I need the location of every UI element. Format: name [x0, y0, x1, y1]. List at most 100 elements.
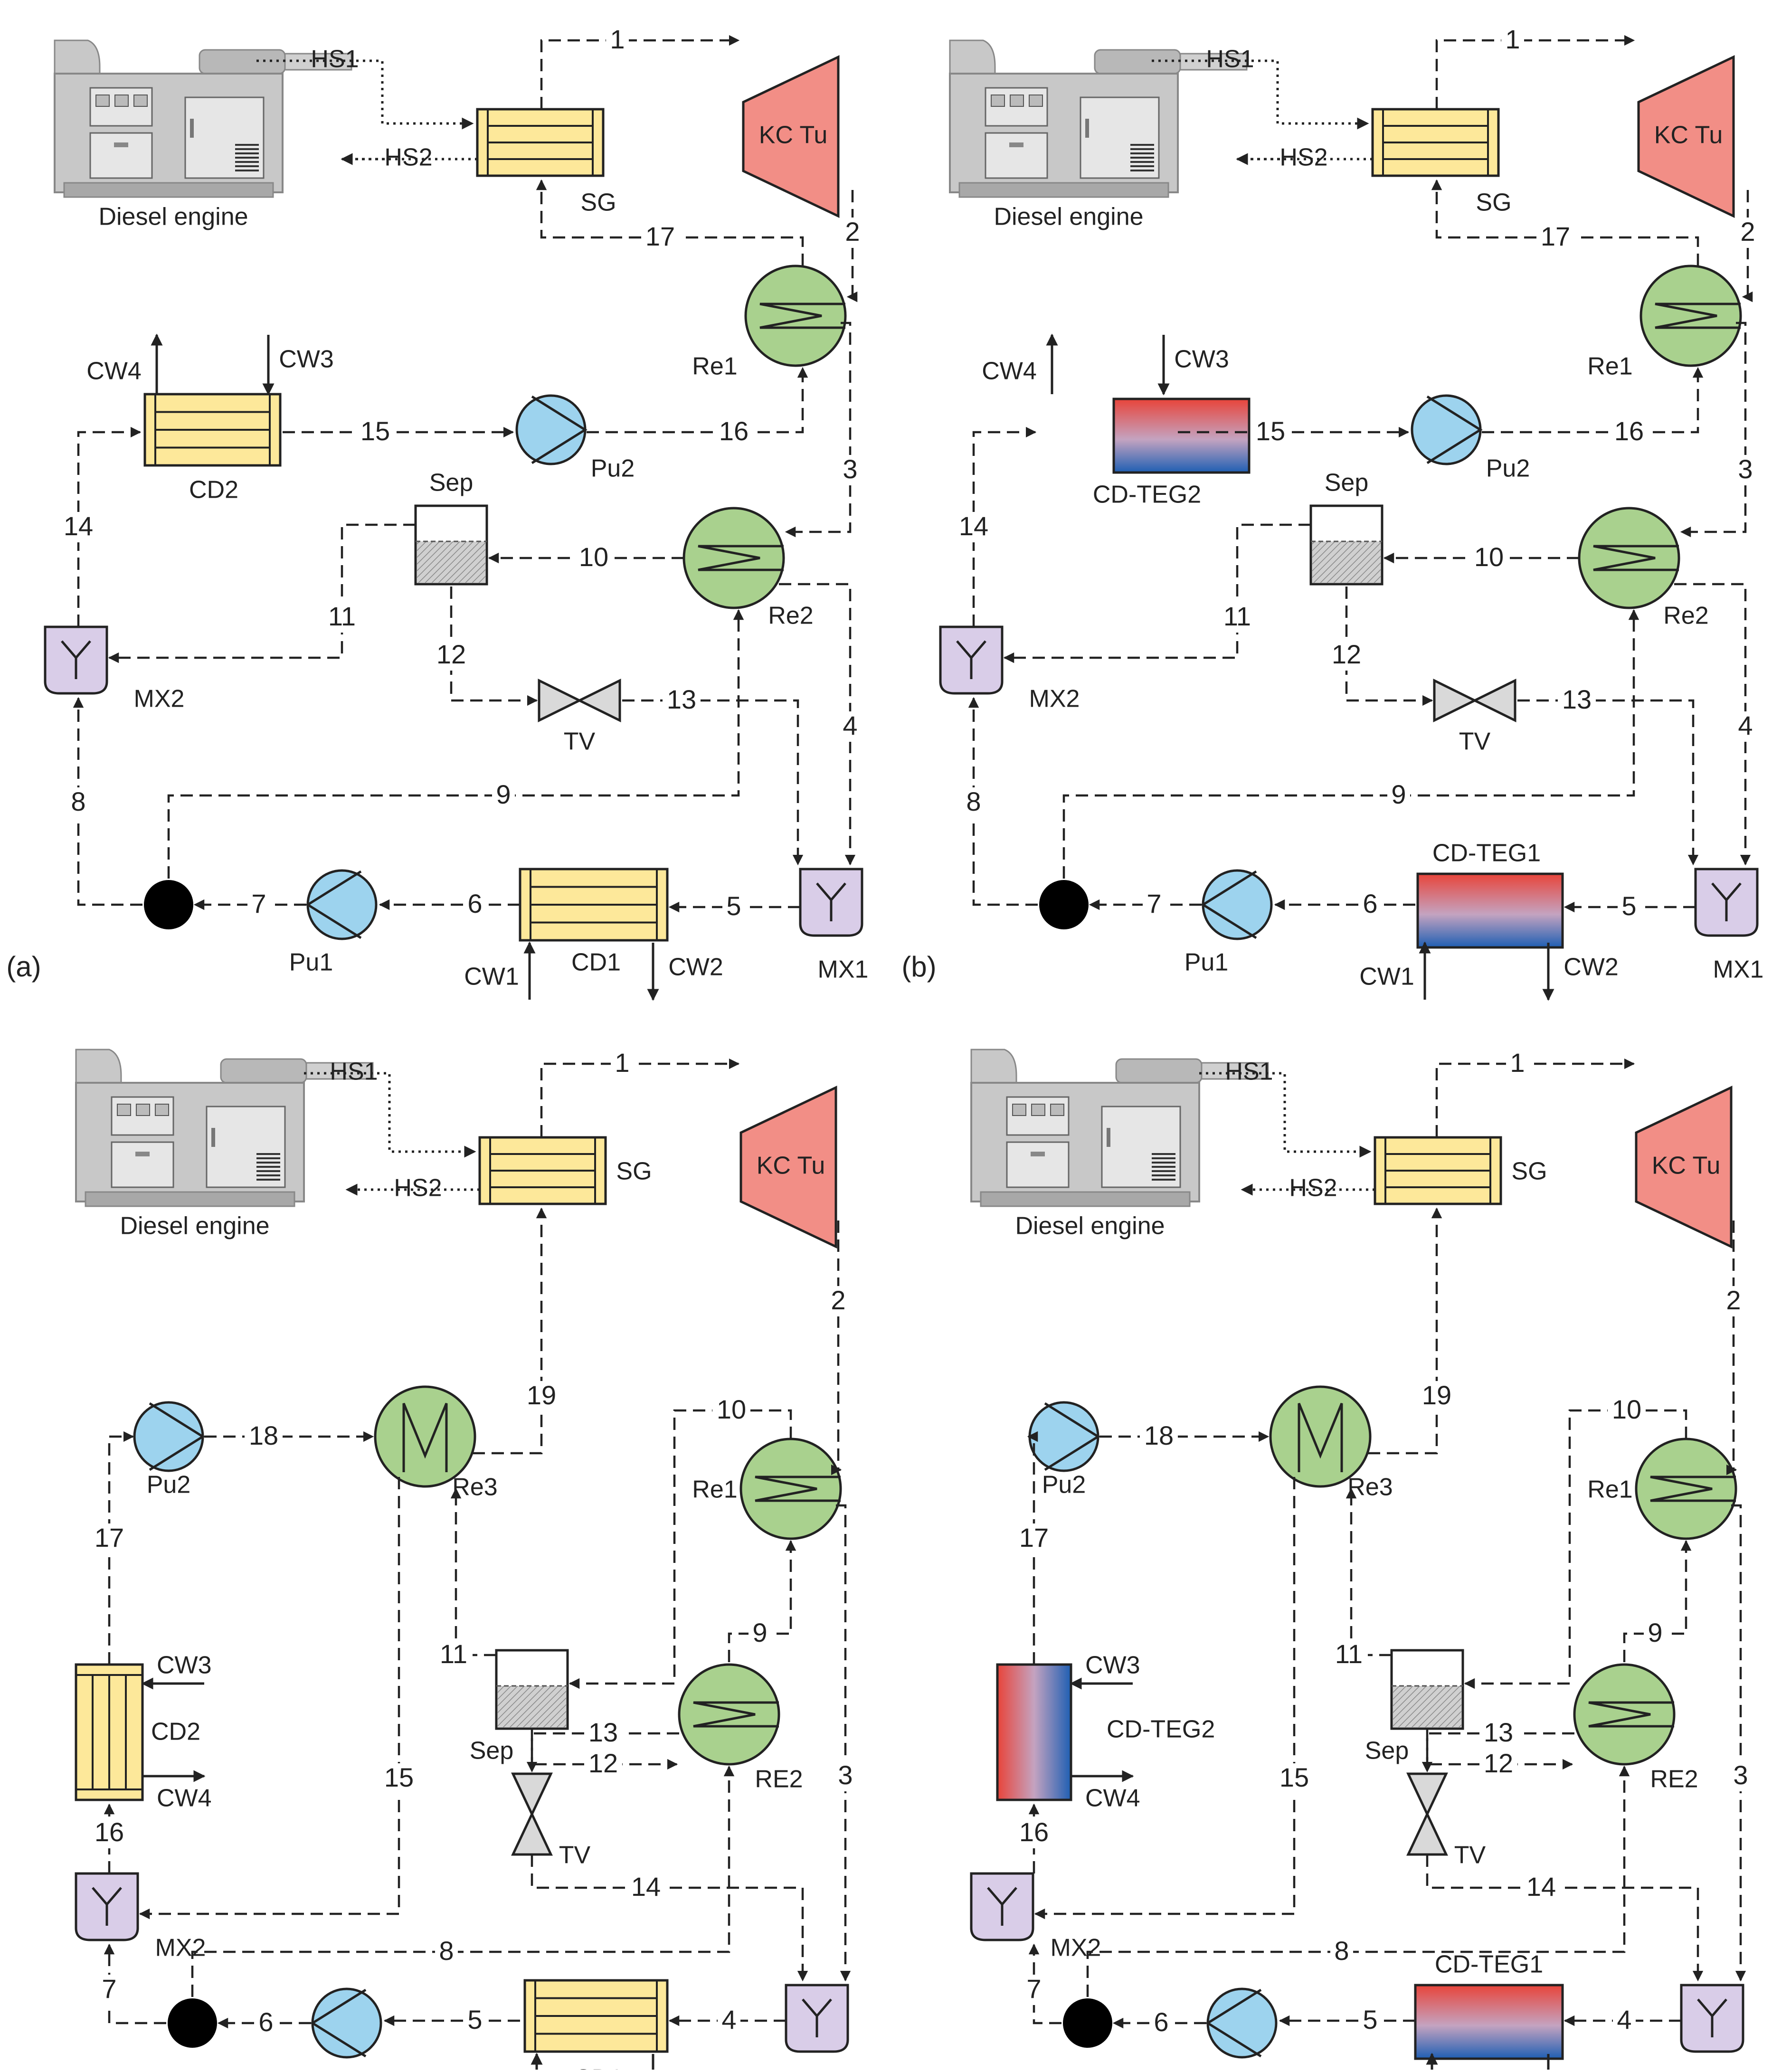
- stream-line-3: [836, 1504, 851, 1982]
- stream-label-bg: [1644, 1618, 1667, 1649]
- stream-label-bg: [1610, 417, 1648, 447]
- stream-line-11: [450, 1487, 496, 1656]
- stream-line-1: [540, 1058, 740, 1137]
- re2-icon-label: Re2: [768, 602, 813, 630]
- stream-label-bg: [627, 1873, 665, 1903]
- stream-number-4: 4: [1617, 2005, 1631, 2034]
- stream-number-14: 14: [1526, 1872, 1556, 1902]
- stream-number-5: 5: [1363, 2005, 1377, 2034]
- stream-number-11: 11: [328, 601, 356, 631]
- stream-label-bg: [356, 417, 394, 447]
- stream-number-13: 13: [588, 1717, 618, 1747]
- stream-label-bg: [1479, 1749, 1517, 1779]
- stream-number-10: 10: [1612, 1394, 1641, 1424]
- stream-number-14: 14: [64, 511, 93, 541]
- cond2-icon-label: CD-TEG2: [1107, 1716, 1215, 1743]
- throttle-valve-label: TV: [559, 1842, 591, 1869]
- stream-line-2: [831, 1220, 842, 1476]
- splitter-node: [1039, 880, 1089, 929]
- diesel-engine-icon: [75, 1049, 374, 1207]
- stream-line-3: [1731, 1504, 1746, 1982]
- stream-number-4: 4: [843, 710, 857, 740]
- stream-number-9: 9: [752, 1618, 767, 1647]
- stream-label-bg: [1729, 1761, 1752, 1791]
- stream-line-14: [531, 1854, 808, 1982]
- hs2-label: HS2: [1289, 1174, 1337, 1202]
- pu1-icon-label: Pu1: [289, 949, 333, 976]
- separator-icon: [495, 1649, 569, 1730]
- hs1-line: [1152, 59, 1369, 130]
- mx1-icon-label: MX1: [818, 956, 869, 984]
- stream-line-4: [1674, 583, 1751, 866]
- stream-number-4: 4: [1738, 710, 1753, 740]
- engine-label: Diesel engine: [98, 203, 248, 231]
- stream-label-bg: [1618, 892, 1640, 922]
- mx1-icon-label: MX1: [1713, 956, 1764, 984]
- re2-icon: [682, 507, 785, 609]
- stream-label-bg: [1015, 1523, 1053, 1554]
- pu1-icon: [305, 869, 378, 940]
- stream-label-bg: [1140, 1421, 1178, 1452]
- stream-number-1: 1: [615, 1048, 629, 1078]
- mx2-icon: [44, 625, 108, 695]
- splitter-node: [1063, 1998, 1112, 2048]
- stream-label-bg: [245, 1421, 283, 1452]
- re2-icon-label: RE2: [755, 1766, 803, 1793]
- stream-number-3: 3: [838, 1760, 853, 1790]
- stream-label-bg: [1734, 455, 1757, 485]
- stream-line-14: [77, 426, 142, 627]
- stream-line-19: [1368, 1207, 1442, 1455]
- hs2-label: HS2: [394, 1174, 442, 1202]
- stream-number-12: 12: [436, 639, 466, 669]
- stream-line-7: [104, 1943, 166, 2025]
- stream-line-15: [139, 1477, 400, 1920]
- stream-line-11: [1346, 1487, 1392, 1656]
- turbine-icon: [739, 1086, 837, 1249]
- stream-number-8: 8: [966, 786, 981, 816]
- stream-number-8: 8: [439, 1936, 454, 1966]
- cw2-label: CW2: [668, 954, 723, 981]
- splitter-node: [144, 880, 193, 929]
- throttle-valve-icon: [511, 1772, 553, 1856]
- separator-label: Sep: [1365, 1737, 1409, 1765]
- steam-generator-icon: [478, 1136, 607, 1205]
- splitter-node: [168, 1998, 217, 2048]
- cw4-label: CW4: [982, 358, 1037, 385]
- stream-label-bg: [1470, 543, 1508, 573]
- hs1-label: HS1: [330, 1058, 378, 1086]
- engine-label: Diesel engine: [1015, 1212, 1165, 1240]
- cond2-icon: [996, 1663, 1072, 1801]
- stream-number-13: 13: [667, 684, 696, 714]
- stream-line-3: [1680, 322, 1747, 538]
- steam-generator-icon: [1371, 108, 1500, 177]
- stream-label-bg: [1251, 417, 1289, 447]
- stream-number-11: 11: [1223, 601, 1251, 631]
- stream-label-bg: [749, 1618, 771, 1649]
- engine-label: Diesel engine: [994, 203, 1143, 231]
- stream-number-2: 2: [1740, 217, 1755, 246]
- cond2-icon: [1112, 397, 1251, 474]
- stream-label-bg: [839, 455, 862, 485]
- stream-label-bg: [1608, 1395, 1646, 1426]
- stream-number-5: 5: [726, 891, 741, 921]
- pu1-icon-label: Pu1: [1185, 949, 1229, 976]
- stream-number-4: 4: [721, 2005, 736, 2034]
- turbine-label: KC Tu: [1652, 1152, 1721, 1180]
- stream-label-bg: [1015, 1818, 1053, 1848]
- stream-line-10: [569, 1409, 792, 1689]
- steam-generator-label: SG: [1511, 1158, 1547, 1185]
- stream-label-bg: [59, 512, 97, 542]
- stream-label-bg: [67, 787, 90, 818]
- steam-generator-label: SG: [580, 189, 616, 217]
- stream-label-bg: [962, 787, 985, 818]
- pu1-icon: [1201, 869, 1273, 940]
- stream-label-bg: [380, 1763, 418, 1794]
- cond1-icon-label: CD-TEG1: [1432, 840, 1541, 867]
- stream-label-bg: [98, 1975, 121, 2005]
- pu2-icon: [133, 1401, 205, 1472]
- stream-label-bg: [464, 889, 486, 920]
- stream-line-13: [1517, 699, 1699, 866]
- pu2-icon-label: Pu2: [147, 1471, 191, 1499]
- re2-icon: [678, 1663, 780, 1766]
